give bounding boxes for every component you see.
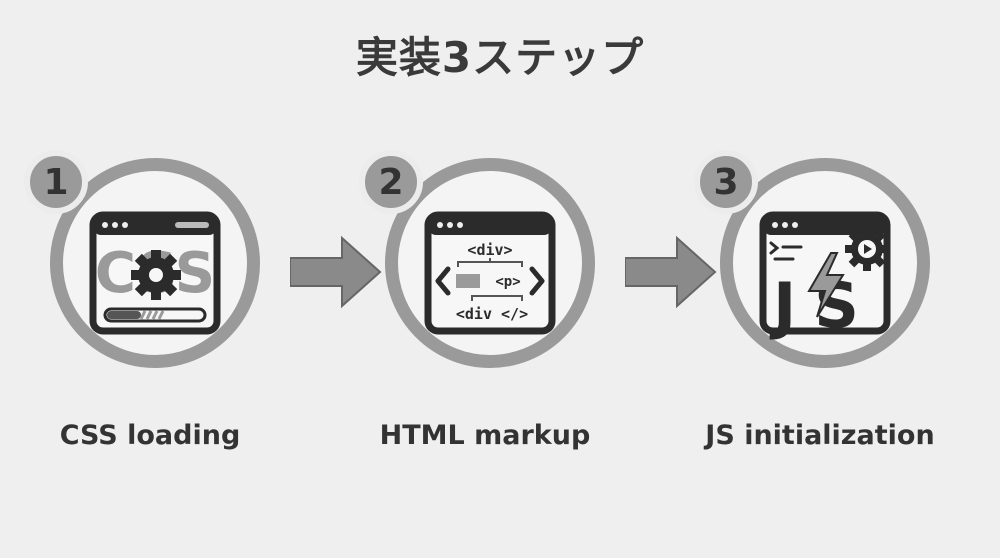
step-label: JS initialization [705, 420, 935, 451]
step-3: 3 JS [680, 150, 960, 451]
html-browser-icon: <div> <p> <div </> [424, 211, 556, 335]
js-browser-icon: JS [759, 211, 891, 342]
step-label: CSS loading [59, 420, 241, 451]
step-label: HTML markup [379, 420, 591, 451]
arrow-right-icon [625, 235, 717, 309]
lightning-icon [807, 252, 845, 318]
step-number-badge: 3 [694, 150, 758, 214]
step-number-badge: 1 [24, 150, 88, 214]
step-2: 2 <div> <p> <div </> HTML markup [345, 150, 625, 451]
gear-play-icon [845, 227, 889, 271]
step-number-badge: 2 [359, 150, 423, 214]
arrow-right-icon [290, 235, 382, 309]
div-open-tag: <div> [467, 241, 512, 259]
div-close-tag: <div </> [456, 305, 528, 323]
progress-bar [103, 307, 207, 323]
css-browser-icon: CSS [89, 211, 221, 335]
page-title: 実装3ステップ [355, 33, 645, 82]
p-tag: <p> [495, 274, 520, 290]
gear-icon [131, 250, 181, 300]
step-1: 1 CSS [10, 150, 290, 451]
